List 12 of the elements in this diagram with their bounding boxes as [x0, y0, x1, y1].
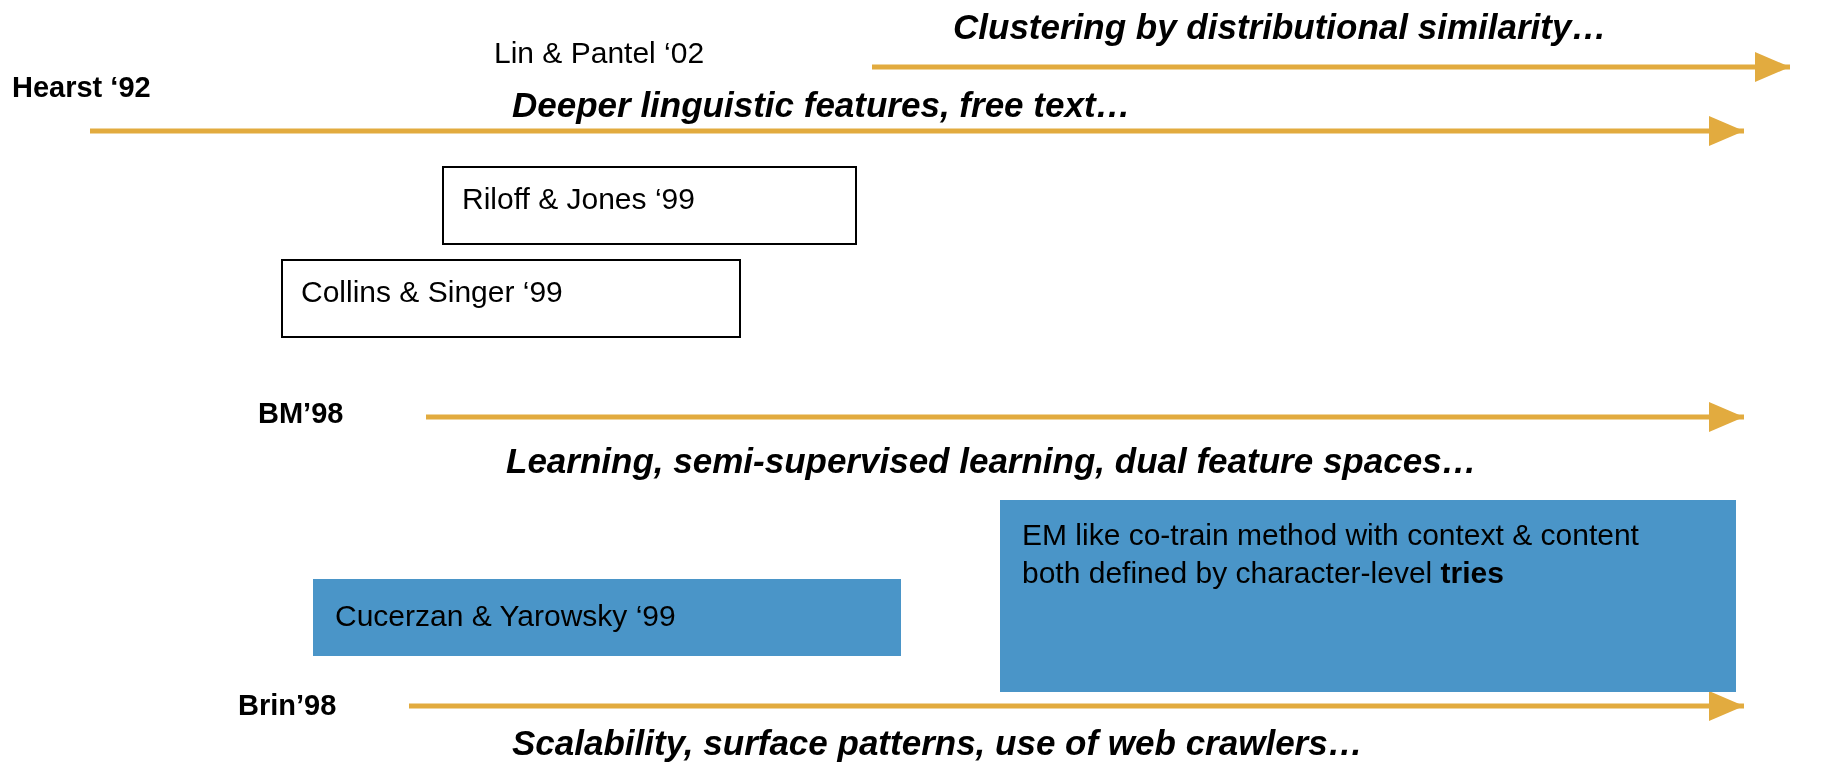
highlight-box: Cucerzan & Yarowsky ‘99: [313, 579, 901, 656]
theme-heading: Deeper linguistic features, free text…: [512, 86, 1131, 125]
citation-box: Collins & Singer ‘99: [281, 259, 741, 338]
theme-heading: Scalability, surface patterns, use of web crawlers…: [512, 724, 1363, 763]
author-label: Lin & Pantel ‘02: [494, 36, 705, 69]
author-label: Brin’98: [238, 690, 337, 722]
theme-heading: Learning, semi-supervised learning, dual feature spaces…: [506, 442, 1477, 481]
highlight-box: EM like co-train method with context & content both defined by character-level tries: [1000, 500, 1736, 692]
author-label: BM’98: [258, 398, 344, 430]
theme-heading: Clustering by distributional similarity…: [953, 8, 1607, 47]
citation-box: Riloff & Jones ‘99: [442, 166, 857, 245]
author-label: Hearst ‘92: [12, 72, 151, 104]
